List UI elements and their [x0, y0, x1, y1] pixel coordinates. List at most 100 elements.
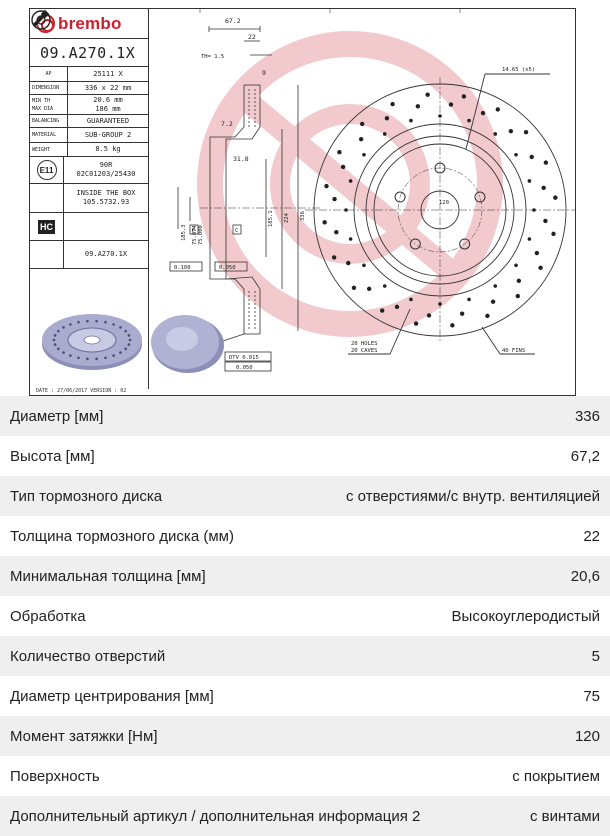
photo-dot — [77, 320, 80, 324]
date-version: DATE : 27/06/2017 VERSION : 02 — [36, 388, 127, 394]
drill-hole — [543, 160, 549, 165]
spec-weight: WEIGHT 8.5 kg — [30, 143, 148, 157]
spec-key: MATERIAL — [32, 132, 57, 138]
photo-dot — [62, 326, 65, 329]
photo-dot — [69, 323, 72, 326]
spec-value: SUB-GROUP 2 — [84, 130, 132, 139]
label-holes: 20 HOLES — [351, 341, 378, 347]
tolerance-flatness: 0.050 — [236, 365, 253, 371]
photo-dot — [104, 356, 107, 360]
spec-value: 8.5 kg — [95, 145, 121, 153]
dim-7-2: 7.2 — [221, 120, 233, 128]
dim-185-1: 185.1 — [268, 210, 274, 227]
datum-f: F — [192, 228, 195, 234]
drill-hole — [415, 104, 421, 109]
spec-label: Момент затяжки [Нм] — [10, 727, 158, 745]
drawing-canvas: 67.2 22 TH= 1.5 9 7.2 31.8 185.3 75.074 … — [42, 9, 575, 373]
drill-hole — [409, 118, 413, 123]
spec-label: Тип тормозного диска — [10, 487, 163, 505]
drill-hole — [413, 321, 419, 326]
dim-31-8: 31.8 — [233, 155, 249, 163]
ece-line: 02C01203/25430 — [76, 170, 136, 178]
drill-hole — [384, 116, 390, 121]
ece-line: 90R — [99, 161, 113, 169]
drill-hole — [527, 179, 532, 183]
spec-label: Обработка — [10, 607, 86, 625]
photo-dot — [112, 354, 115, 357]
section-view — [169, 26, 320, 372]
box-contents-row: INSIDE THE BOX 105.5732.93 — [30, 9, 148, 213]
photo-dot — [69, 354, 72, 357]
spec-material: MATERIAL SUB-GROUP 2 — [30, 128, 148, 143]
ap-value: 25111 X — [93, 70, 123, 78]
dim-pcd: 120 — [439, 200, 449, 206]
spec-key: WEIGHT — [32, 146, 51, 153]
drill-hole — [394, 304, 400, 310]
bolt-hole — [394, 191, 406, 203]
spec-key: MAX DIA — [32, 105, 54, 112]
drill-hole — [480, 110, 486, 116]
technical-drawing: 67.2 22 TH= 1.5 9 7.2 31.8 185.3 75.074 … — [29, 8, 576, 396]
hc-badge-icon: HC — [38, 219, 55, 234]
bolt-hole — [434, 162, 446, 174]
label-fins: 40 FINS — [502, 348, 525, 354]
dim-th-wear: TH= 1.5 — [201, 54, 224, 60]
spec-key: BALANCING — [32, 118, 60, 124]
front-view — [305, 73, 575, 355]
spec-label: Толщина тормозного диска (мм) — [10, 527, 234, 545]
dim-336: 336 — [300, 211, 306, 221]
photo-dot — [128, 338, 132, 342]
drill-hole — [467, 118, 471, 123]
spec-key: DIMENSION — [32, 85, 60, 91]
dim-9: 9 — [262, 69, 266, 77]
drill-hole — [493, 132, 498, 136]
drill-hole — [450, 323, 455, 328]
spec-row: Толщина тормозного диска (мм)22 — [0, 516, 610, 556]
spec-block: brembo 09.A270.1X AP 25111 X DIMENSION 3… — [30, 9, 149, 389]
drill-hole — [538, 265, 543, 270]
photo-dots — [52, 319, 132, 361]
photo-dot — [77, 356, 80, 360]
drill-hole — [366, 286, 372, 292]
dim-total-height: 67.2 — [225, 17, 241, 25]
dim-185-3: 185.3 — [181, 224, 187, 241]
spec-label: Дополнительный артикул / дополнительная … — [10, 807, 421, 825]
drill-hole — [534, 250, 540, 256]
brand-watermark — [197, 31, 503, 337]
drill-hole — [514, 263, 518, 268]
label-caves: 20 CAVES — [351, 348, 378, 354]
spec-row: Момент затяжки [Нм]120 — [0, 716, 610, 756]
dim-75-000: 75.000 — [198, 225, 204, 245]
spec-value: GUARANTEED — [86, 116, 130, 125]
drill-hole — [426, 313, 432, 318]
photo-dot — [86, 357, 89, 361]
drill-hole — [459, 311, 465, 316]
drill-hole — [523, 130, 529, 135]
bolt-holes — [394, 162, 486, 250]
spec-row: Высота [мм]67,2 — [0, 436, 610, 476]
part-code: 09.A270.1X — [30, 39, 148, 67]
spec-label: Диаметр [мм] — [10, 407, 104, 425]
spec-value: 186 mm — [95, 104, 121, 113]
drill-hole — [541, 185, 546, 191]
drill-hole — [461, 94, 467, 99]
photo-dot — [53, 343, 57, 346]
tolerance-dtv: DTV 0.015 — [229, 355, 259, 361]
drill-hole — [382, 132, 387, 136]
spec-value: Высокоуглеродистый — [451, 607, 600, 625]
spec-key: MIN TH — [32, 97, 51, 104]
drill-hole — [467, 297, 471, 302]
spec-value: с отверстиями/с внутр. вентиляцией — [346, 487, 600, 505]
dim-75-074: 75.074 — [192, 224, 198, 245]
drill-hole — [322, 220, 327, 225]
spec-value: 336 — [574, 407, 600, 425]
drill-hole — [348, 179, 353, 183]
part-code-small: 09.A270.1X — [84, 250, 128, 258]
drill-hole — [438, 302, 442, 306]
photo-dot — [119, 326, 122, 329]
spec-label: Количество отверстий — [10, 647, 166, 665]
ap-row: AP 25111 X — [30, 67, 148, 82]
drill-hole — [515, 293, 520, 299]
spec-row: Минимальная толщина [мм]20,6 — [0, 556, 610, 596]
